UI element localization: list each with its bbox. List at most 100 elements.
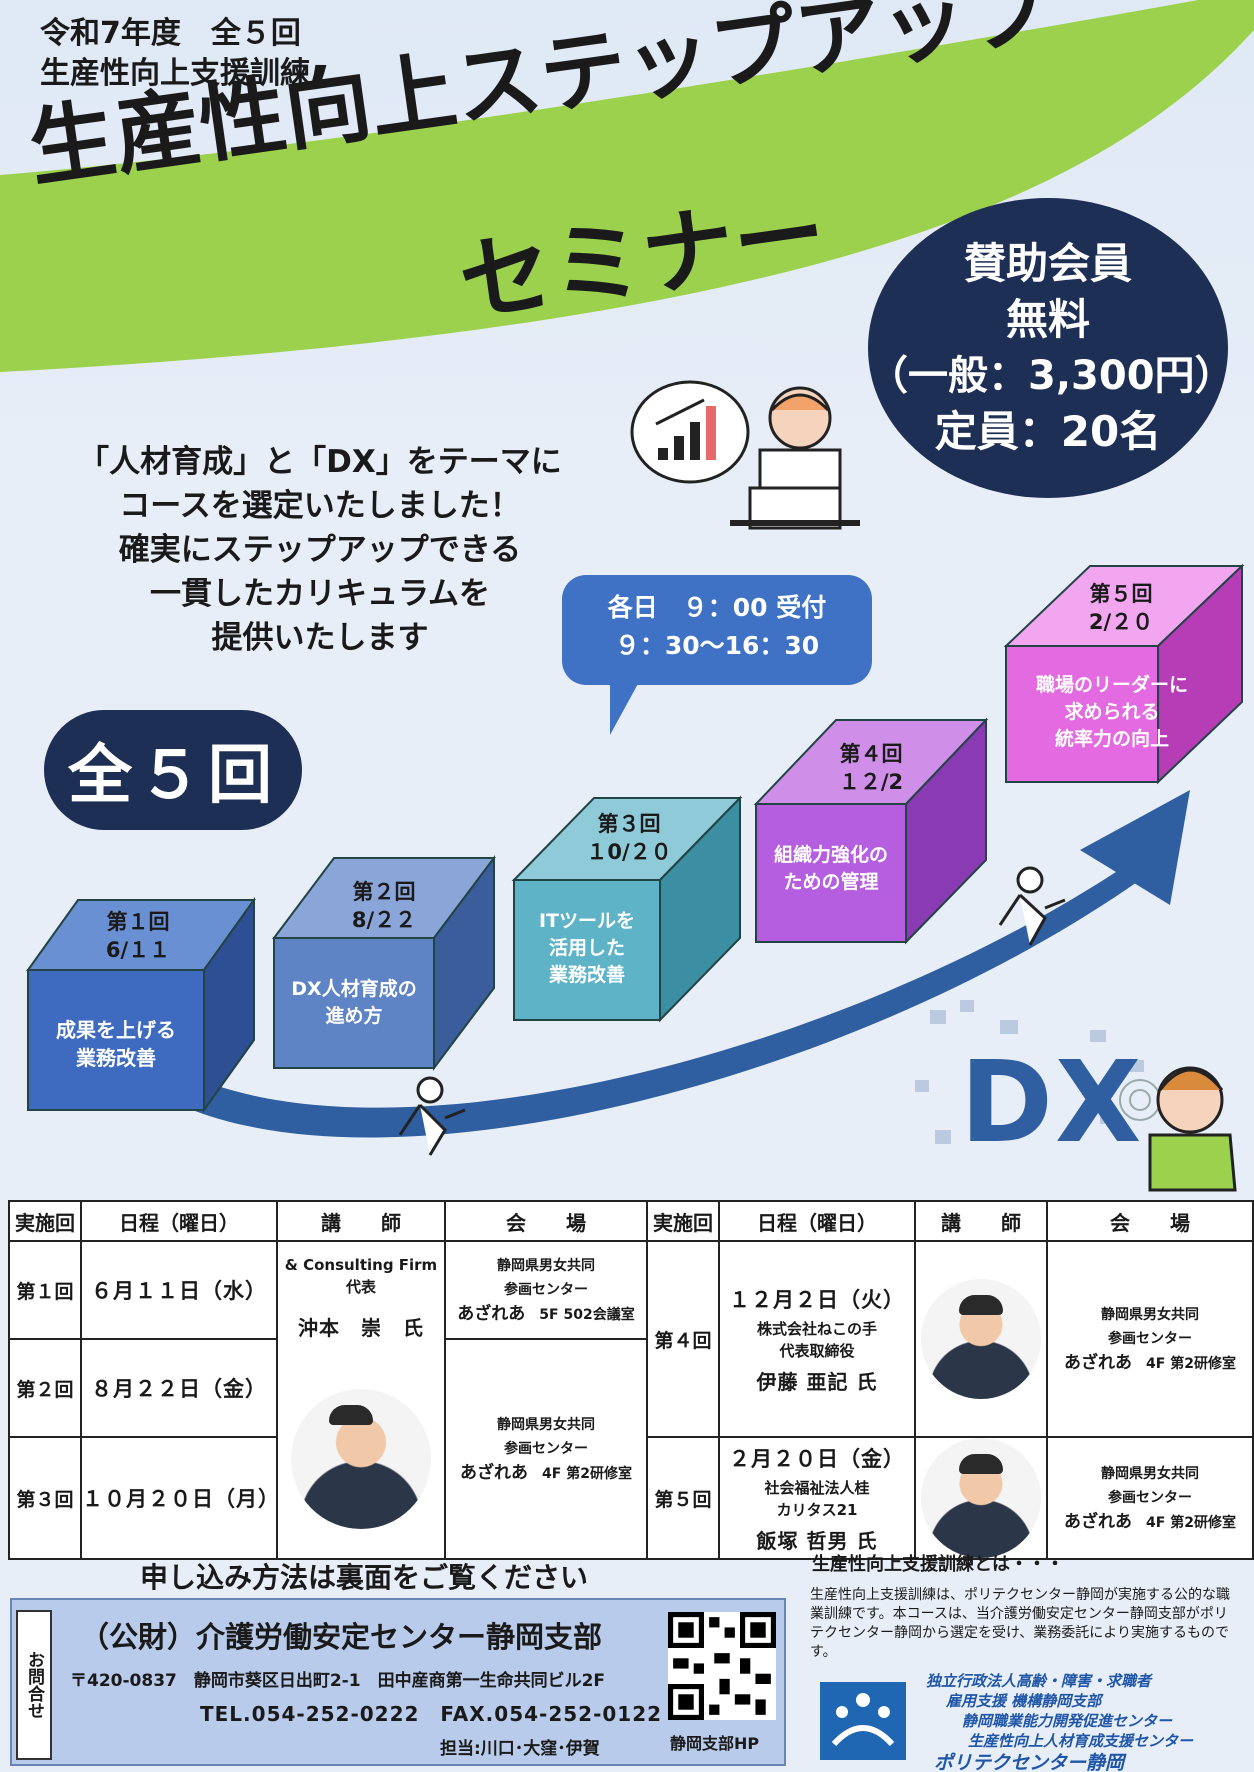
dx-logo-text: DX — [960, 1038, 1144, 1168]
lecturer-photo — [291, 1389, 431, 1529]
step-1-title: 成果を上げる — [56, 1018, 176, 1042]
lecturer-org: & Consulting Firm代表 — [284, 1256, 438, 1296]
venue-line: 静岡県男女共同 — [1101, 1306, 1199, 1323]
venue-room: 5F 502会議室 — [539, 1306, 635, 1323]
step-2-title: DX人材育成の — [291, 978, 417, 1000]
lead-line: 提供いたします — [211, 620, 429, 656]
growth-arrow — [160, 790, 1237, 1192]
time-bubble: 各日 ９：00 受付 ９：30～16：30 — [562, 575, 872, 685]
step-5-title: 職場のリーダーに — [1035, 674, 1188, 696]
step-cube-2: 第２回 8/２２ DX人材育成の 進め方 — [272, 855, 496, 1071]
org-staff: 担当:川口･大窪･伊賀 — [440, 1739, 600, 1759]
col-header: 実施回 — [646, 1200, 720, 1242]
lecturer-cell-left: & Consulting Firm代表 沖本 崇 氏 — [276, 1240, 446, 1560]
step-5-number: 第５回 — [1089, 582, 1153, 606]
polytech-logo-icon — [820, 1682, 906, 1760]
round-cell: 第５回 — [646, 1436, 720, 1560]
step-3-date: １0/２０ — [586, 840, 672, 864]
total-sessions-badge: 全５回 — [44, 710, 302, 830]
round-cell: 第４回 — [646, 1240, 720, 1438]
step-5-title: 統率力の向上 — [1054, 728, 1169, 750]
step-cube-4: 第４回 １２/2 組織力強化の ための管理 — [753, 717, 989, 945]
lecturer-photo-cell — [914, 1436, 1048, 1560]
step-3-title: 活用した — [548, 937, 625, 959]
round-cell: 第１回 — [8, 1240, 82, 1340]
step-4-date: １２/2 — [838, 770, 904, 794]
year-line: 令和7年度 全５回 — [40, 16, 301, 51]
step-cube-3: 第３回 １0/２０ ITツールを 活用した 業務改善 — [511, 795, 743, 1023]
reception-time: 各日 ９：00 受付 — [607, 593, 827, 622]
polytech-line: ポリテクセンター静岡 — [934, 1752, 1125, 1772]
step-4-number: 第４回 — [839, 742, 903, 766]
venue-cell: 静岡県男女共同 参画センター あざれあ 4F 第2研修室 — [444, 1338, 648, 1560]
qr-label: 静岡支部HP — [670, 1734, 760, 1753]
venue-line: あざれあ — [1064, 1511, 1133, 1532]
step-5-title: 求められる — [1064, 701, 1160, 723]
lecturer-org: カリタス21 — [776, 1500, 858, 1519]
person-laptop-illustration — [630, 380, 860, 530]
session-time: ９：30～16：30 — [614, 631, 820, 660]
lecturer-org: 社会福祉法人桂 — [764, 1478, 870, 1497]
step-4-title: ための管理 — [783, 871, 879, 893]
col-header: 実施回 — [8, 1200, 82, 1242]
venue-line: あざれあ — [457, 1303, 526, 1324]
step-2-title: 進め方 — [325, 1005, 383, 1027]
table-row: 第２回 ８月２２日（金） 静岡県男女共同 参画センター あざれあ 4F 第2研修… — [8, 1338, 1253, 1560]
step-1-title: 業務改善 — [76, 1046, 156, 1070]
step-cube-5: 第５回 2/２０ 職場のリーダーに 求められる 統率力の向上 — [1003, 563, 1245, 785]
program-line: 生産性向上支援訓練 — [40, 56, 310, 91]
polytech-line: 独立行政法人高齢・障害・求職者 — [926, 1672, 1152, 1690]
step-3-title: 業務改善 — [548, 964, 625, 986]
date-lecturer-cell: ２月２０日（金） 社会福祉法人桂 カリタス21 飯塚 哲男 氏 — [718, 1436, 916, 1560]
lead-line: 一貫したカリキュラムを — [149, 576, 491, 612]
lecturer-photo — [921, 1279, 1041, 1399]
step-2-number: 第２回 — [352, 880, 416, 904]
col-header: 会 場 — [1046, 1200, 1254, 1242]
org-phone[interactable]: TEL.054-252-0222 FAX.054-252-0122 — [200, 1702, 663, 1726]
col-header: 講 師 — [914, 1200, 1048, 1242]
polytech-line: 生産性向上人材育成支援センター — [968, 1732, 1194, 1750]
lead-line: コースを選定いたしました！ — [119, 488, 521, 524]
date-text: １２月２日（火） — [729, 1287, 905, 1312]
table-header-row: 実施回 日程（曜日） 講 師 会 場 実施回 日程（曜日） 講 師 会 場 — [8, 1200, 1254, 1242]
venue-line: 静岡県男女共同 — [497, 1257, 595, 1274]
schedule-table: 実施回 日程（曜日） 講 師 会 場 実施回 日程（曜日） 講 師 会 場 第１… — [8, 1200, 1254, 1560]
time-bubble-tail — [610, 680, 640, 735]
fee-general: （一般：3,300円） — [868, 353, 1235, 399]
venue-cell: 静岡県男女共同 参画センター あざれあ 4F 第2研修室 — [1046, 1436, 1254, 1560]
venue-line: 参画センター — [1108, 1330, 1192, 1347]
polytech-line: 静岡職業能力開発促進センター — [962, 1712, 1173, 1730]
venue-room: 4F 第2研修室 — [542, 1465, 632, 1482]
step-1-number: 第１回 — [106, 910, 170, 934]
header-meta: 令和7年度 全５回 生産性向上支援訓練 — [40, 14, 310, 94]
lead-line: 「人材育成」と「DX」をテーマに — [78, 444, 562, 480]
fee-member: 賛助会員 — [963, 239, 1132, 288]
venue-line: 静岡県男女共同 — [1101, 1465, 1199, 1482]
col-header: 日程（曜日） — [80, 1200, 278, 1242]
lead-text: 「人材育成」と「DX」をテーマに コースを選定いたしました！ 確実にステップアッ… — [20, 440, 620, 660]
step-3-title: ITツールを — [538, 910, 636, 932]
venue-line: 参画センター — [1108, 1489, 1192, 1506]
venue-cell: 静岡県男女共同 参画センター あざれあ 4F 第2研修室 — [1046, 1240, 1254, 1438]
venue-line: あざれあ — [1064, 1352, 1133, 1373]
step-5-date: 2/２０ — [1088, 610, 1154, 634]
about-body: 生産性向上支援訓練は、ポリテクセンター静岡が実施する公的な職業訓練です。本コース… — [810, 1587, 1230, 1660]
org-address: 〒420-0837 静岡市葵区日出町2-1 田中産商第一生命共同ビル2F — [70, 1671, 606, 1691]
inquiry-tag: お問合せ — [16, 1610, 52, 1760]
col-header: 日程（曜日） — [718, 1200, 916, 1242]
step-cube-1: 第１回 6/１１ 成果を上げる 業務改善 — [26, 896, 256, 1114]
round-cell: 第３回 — [8, 1436, 82, 1560]
venue-room: 4F 第2研修室 — [1146, 1514, 1236, 1531]
venue-line: 静岡県男女共同 — [497, 1416, 595, 1433]
lecturer-org: 株式会社ねこの手 — [756, 1319, 877, 1338]
venue-cell: 静岡県男女共同 参画センター あざれあ 5F 502会議室 — [444, 1240, 648, 1340]
lecturer-name: 飯塚 哲男 氏 — [756, 1528, 878, 1553]
green-band — [0, 0, 1254, 372]
capacity: 定員：20名 — [934, 407, 1162, 456]
date-text: ２月２０日（金） — [729, 1446, 905, 1471]
lecturer-photo — [921, 1438, 1041, 1558]
qr-code-icon[interactable] — [668, 1612, 776, 1720]
contact-box — [10, 1598, 786, 1766]
lead-line: 確実にステップアップできる — [118, 532, 522, 568]
date-lecturer-cell: １２月２日（火） 株式会社ねこの手 代表取締役 伊藤 亜記 氏 — [718, 1240, 916, 1438]
